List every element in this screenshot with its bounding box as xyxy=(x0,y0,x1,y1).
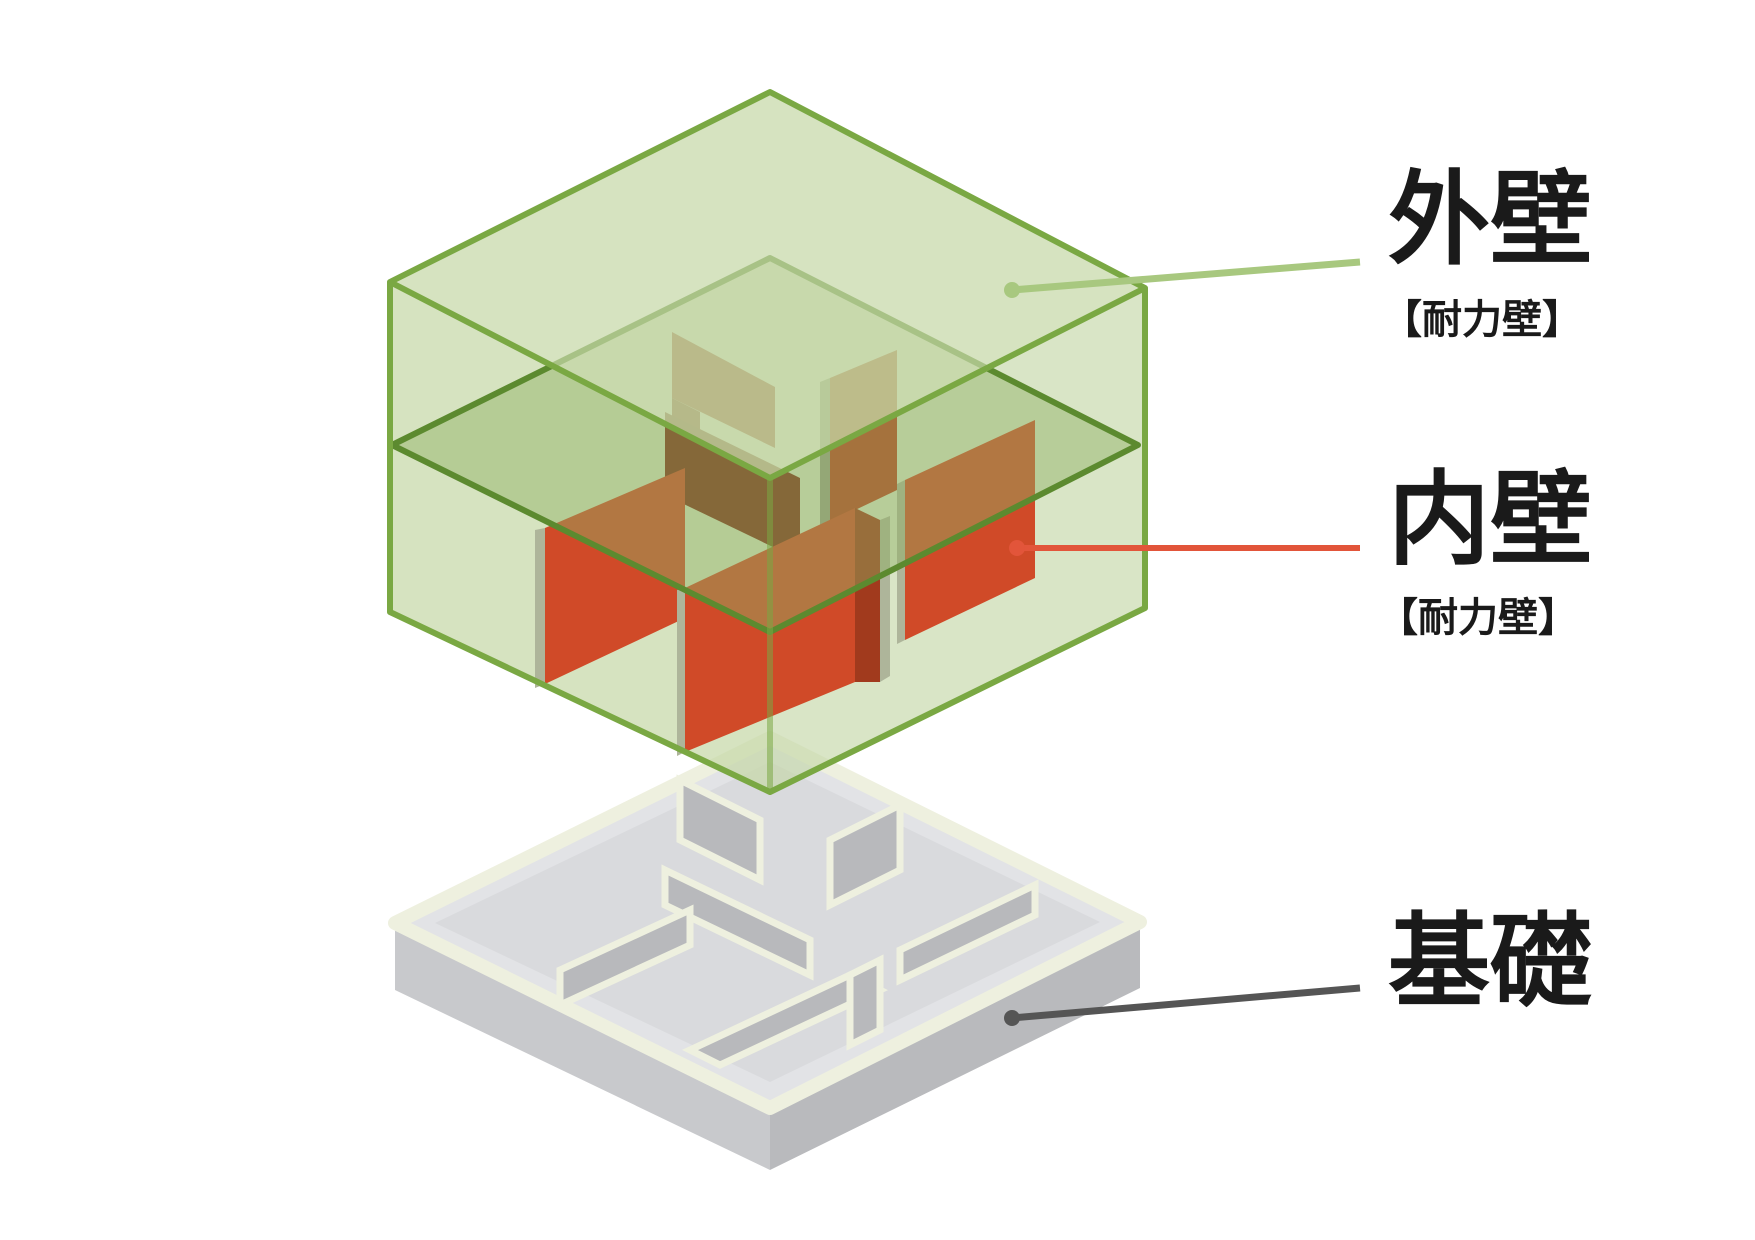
foundation-partitions xyxy=(556,774,1039,1069)
interior-wall-note: 【耐力壁】 xyxy=(1378,595,1578,641)
interior-wall-panel-10 xyxy=(855,508,880,682)
interior-wall-panel-11 xyxy=(880,516,890,682)
interior-wall-panel-9 xyxy=(677,588,685,756)
foundation-side-right xyxy=(770,922,1140,1170)
foundation-side-left xyxy=(395,923,770,1170)
interior-wall-panel-6 xyxy=(545,468,685,684)
exterior-edges xyxy=(387,282,1148,795)
exterior-volume xyxy=(387,89,1148,795)
interior-wall-leader xyxy=(1009,540,1360,556)
interior-wall-panel-5 xyxy=(665,412,800,560)
foundation-slab xyxy=(388,731,1147,1170)
foundation-label: 基礎 xyxy=(1388,903,1592,1022)
foundation-leader xyxy=(1004,984,1361,1026)
exterior-wall-note: 【耐力壁】 xyxy=(1382,297,1582,343)
exterior-wall-leader xyxy=(1004,258,1361,298)
interior-wall-label: 内壁 xyxy=(1388,461,1592,580)
interior-wall-panel-7 xyxy=(535,528,545,688)
exterior-wall-label: 外壁 xyxy=(1388,161,1592,280)
interior-wall-panel-13 xyxy=(897,480,905,644)
